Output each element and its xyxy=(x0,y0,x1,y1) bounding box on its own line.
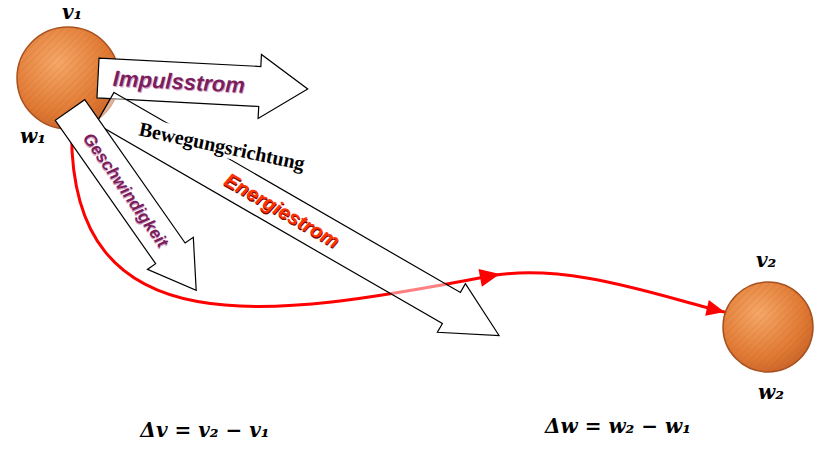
energy-symbol: w₁ xyxy=(20,126,46,146)
ball-shape xyxy=(722,281,814,373)
formula: Δv = v₂ − v₁ xyxy=(140,420,269,440)
block-arrow-outline xyxy=(91,84,513,360)
energy-symbol: w₂ xyxy=(758,382,784,402)
velocity-symbol: v₁ xyxy=(62,2,82,22)
arrowhead xyxy=(478,269,499,287)
velocity-symbol: v₂ xyxy=(756,250,776,270)
ball: v₂w₂ xyxy=(722,281,814,373)
arrow-word: Energiestrom xyxy=(221,169,343,251)
formula: Δw = w₂ − w₁ xyxy=(545,416,691,436)
ball-body xyxy=(723,282,813,372)
arrowhead xyxy=(705,300,724,316)
ball-texture xyxy=(724,283,812,371)
